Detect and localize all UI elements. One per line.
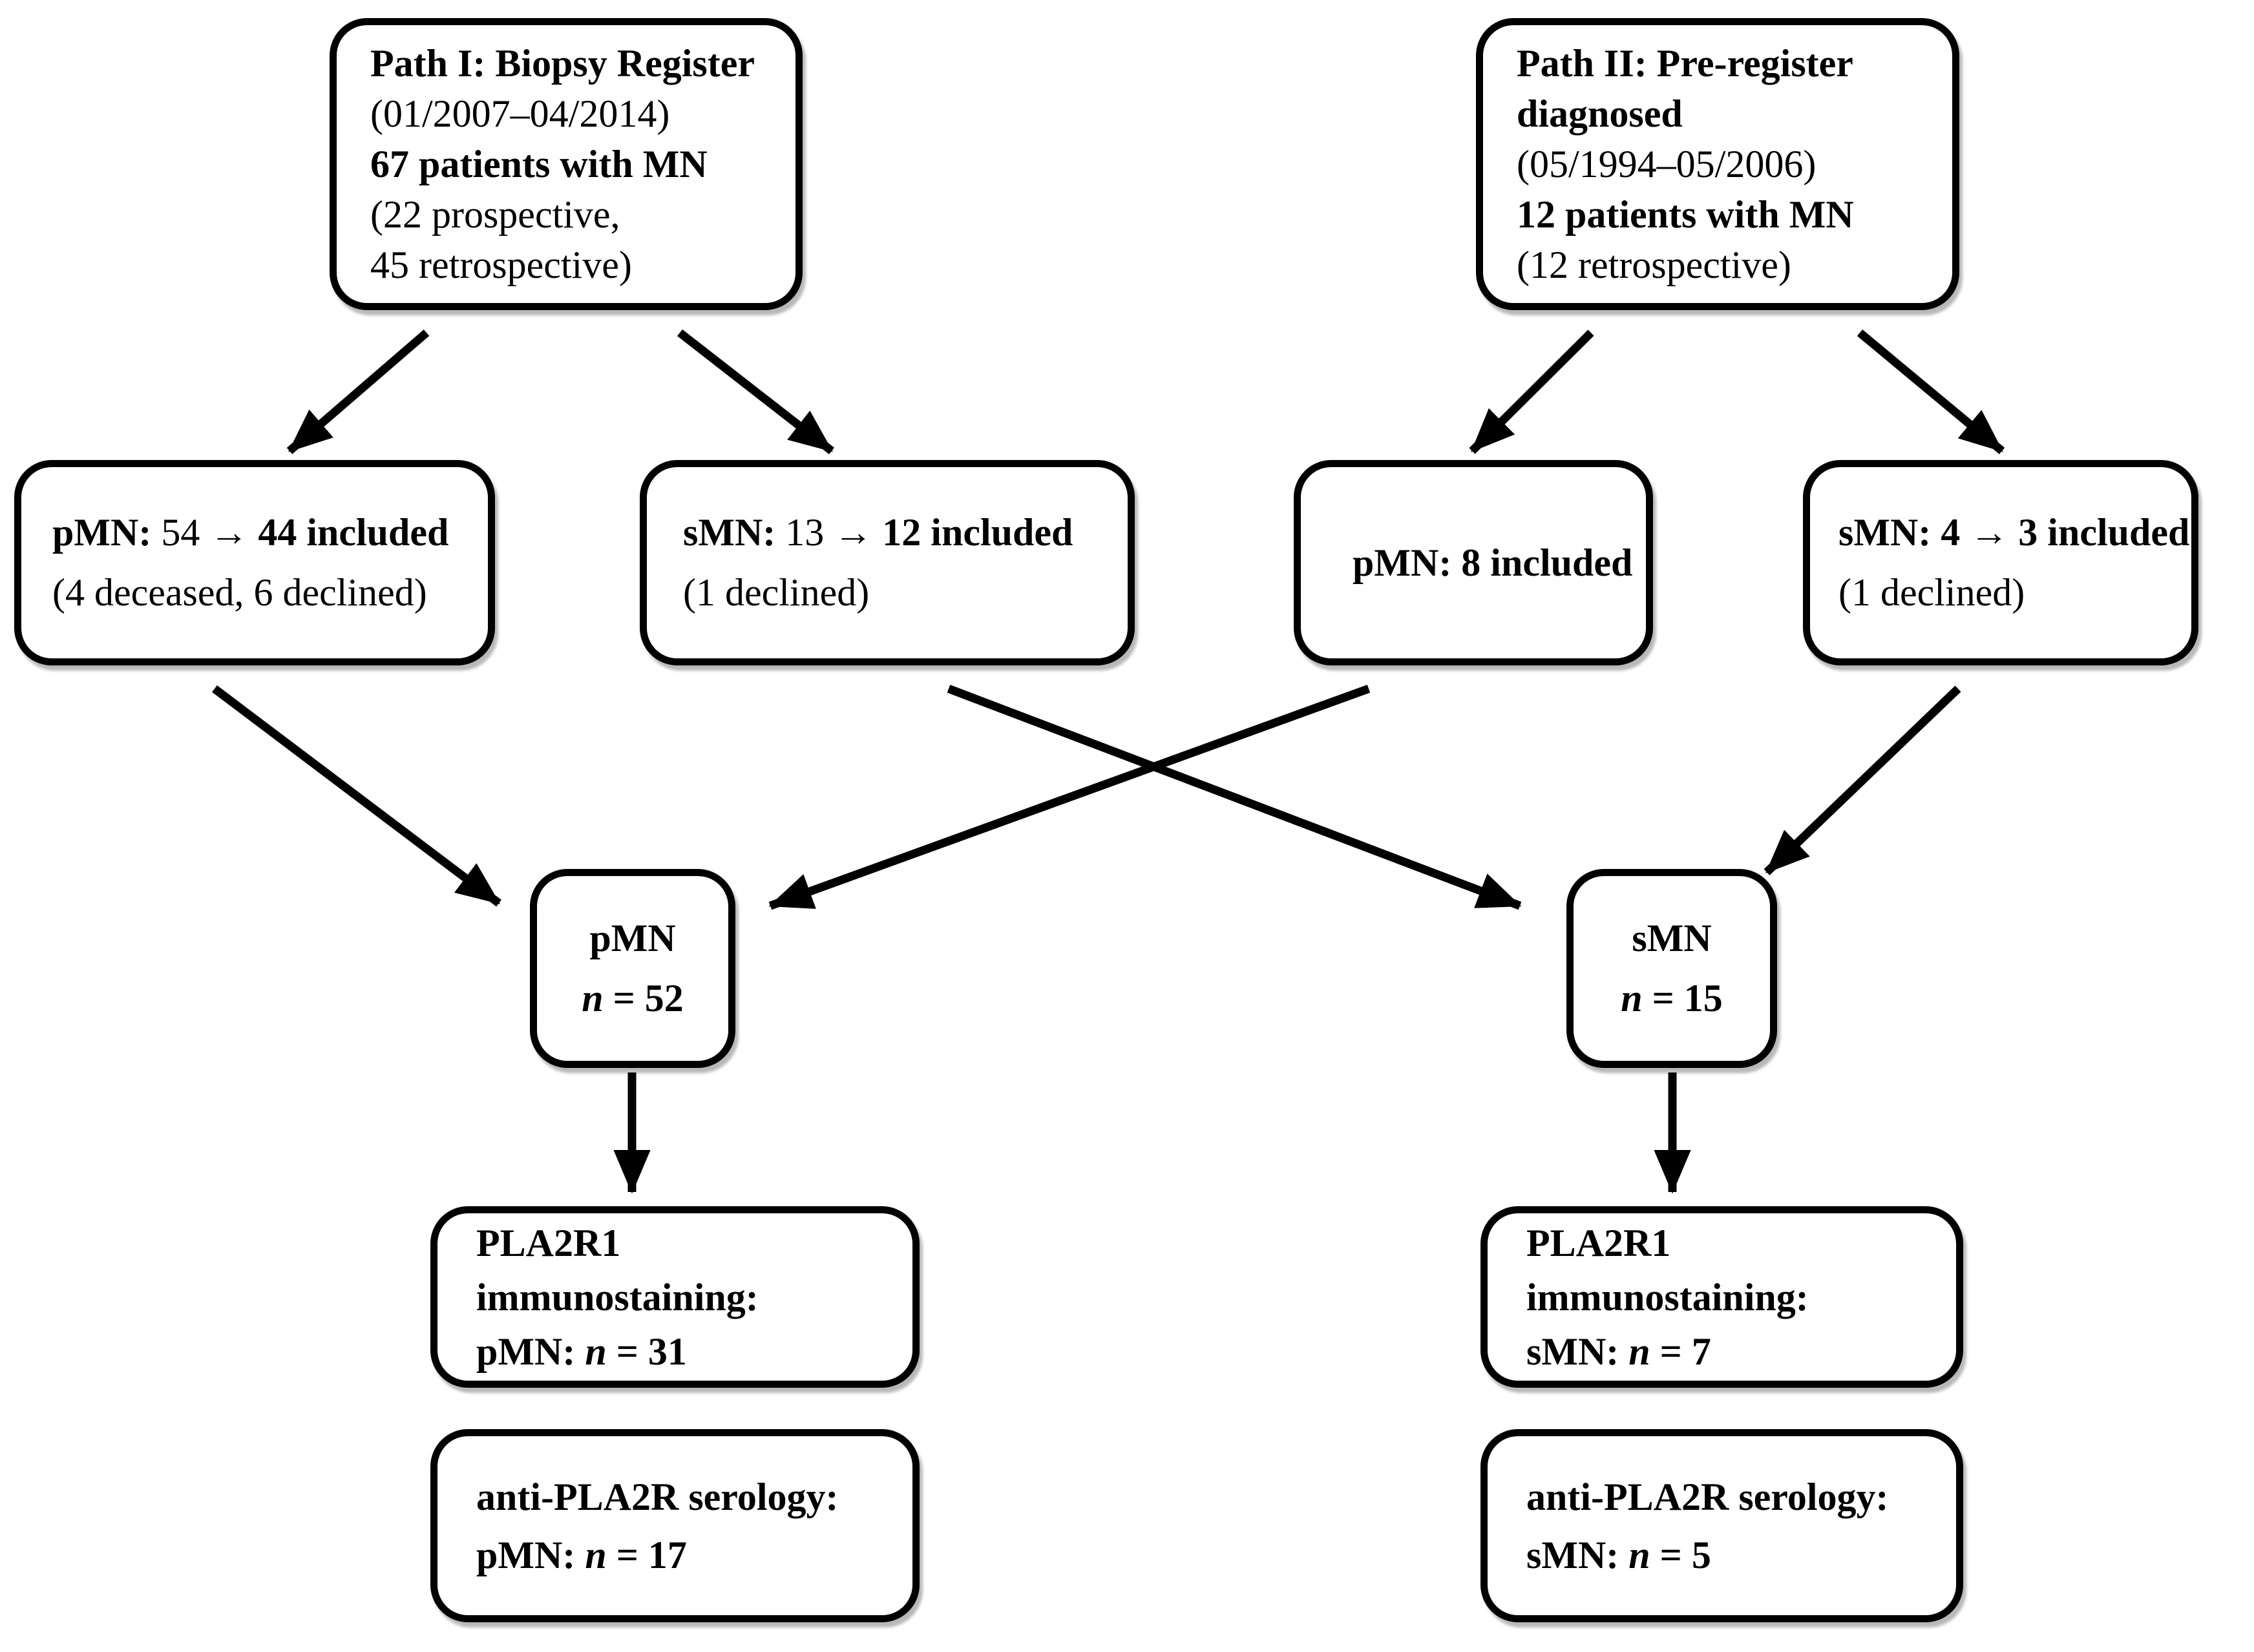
- pla-pmn-n-symbol: n: [585, 1330, 607, 1373]
- text-line: sMN: n = 7: [1526, 1324, 1956, 1379]
- pla-pmn-n-value: = 31: [606, 1330, 687, 1373]
- path2-title-2: diagnosed: [1517, 92, 1683, 135]
- pmn54-label: pMN:: [52, 511, 152, 554]
- text-line: anti-PLA2R serology:: [476, 1468, 912, 1526]
- path1-title: Path I: Biopsy Register: [370, 42, 755, 85]
- sero-pmn-n-symbol: n: [585, 1533, 607, 1576]
- text-line: pMN: n = 31: [476, 1324, 912, 1379]
- path1-date-range: (01/2007–04/2014): [370, 92, 670, 135]
- text-line: (4 deceased, 6 declined): [52, 563, 488, 623]
- text-line: (05/1994–05/2006): [1517, 139, 1952, 189]
- text-line: sMN: n = 5: [1526, 1526, 1956, 1584]
- pla-pmn-group: pMN:: [476, 1330, 585, 1373]
- text-line: 45 retrospective): [370, 240, 795, 290]
- smn15-n-symbol: n: [1621, 977, 1643, 1019]
- text-line: n = 52: [537, 968, 728, 1029]
- arrow-path1-to-smn13: [677, 329, 834, 455]
- node-pmn-total: pMN n = 52: [530, 869, 735, 1068]
- pla-pmn-subtitle: immunostaining:: [476, 1275, 759, 1319]
- node-anti-pla2r-serology-pmn: anti-PLA2R serology: pMN: n = 17: [430, 1429, 920, 1622]
- sero-smn-title: anti-PLA2R serology:: [1526, 1475, 1889, 1518]
- node-pla2r1-immunostaining-pmn: PLA2R1 immunostaining: pMN: n = 31: [430, 1206, 920, 1388]
- text-line: PLA2R1: [1526, 1216, 1956, 1270]
- node-smn-4-included: sMN: 4 → 3 included (1 declined): [1803, 460, 2198, 665]
- pmn54-exclusions: (4 deceased, 6 declined): [52, 571, 427, 614]
- path1-prospective-count: (22 prospective,: [370, 193, 620, 236]
- pla-smn-title: PLA2R1: [1526, 1221, 1671, 1264]
- pmn54-included: 44 included: [258, 511, 449, 554]
- arrow-smn4-to-smn15: [1764, 685, 1961, 875]
- pmn52-n-symbol: n: [582, 977, 604, 1019]
- text-line: immunostaining:: [476, 1270, 912, 1324]
- text-line: (01/2007–04/2014): [370, 89, 795, 139]
- pla-smn-n-symbol: n: [1628, 1330, 1650, 1373]
- arrow-path1-to-pmn54: [286, 329, 430, 454]
- pmn8-label: pMN: 8 included: [1353, 541, 1633, 584]
- sero-smn-group: sMN:: [1526, 1533, 1629, 1576]
- text-line: PLA2R1: [476, 1216, 912, 1270]
- node-pla2r1-immunostaining-smn: PLA2R1 immunostaining: sMN: n = 7: [1480, 1206, 1963, 1388]
- arrow-path2-to-pmn8: [1469, 329, 1594, 454]
- text-line: Path I: Biopsy Register: [370, 38, 795, 89]
- arrow-pmn54-to-pmn52: [212, 685, 501, 907]
- text-line: immunostaining:: [1526, 1270, 1956, 1324]
- arrow-pmn8-to-pmn52: [768, 684, 1371, 910]
- smn4-flow: →: [1960, 511, 2019, 554]
- path1-patient-count: 67 patients with MN: [370, 143, 708, 185]
- node-pmn-8-included: pMN: 8 included: [1294, 460, 1653, 665]
- sero-smn-n-symbol: n: [1628, 1533, 1650, 1576]
- text-line: pMN: n = 17: [476, 1526, 912, 1584]
- arrow-path2-to-smn4: [1857, 329, 2005, 454]
- text-line: (22 prospective,: [370, 189, 795, 240]
- pmn52-label: pMN: [589, 917, 676, 959]
- pla-smn-group: sMN:: [1526, 1330, 1629, 1373]
- sero-smn-n-value: = 5: [1650, 1533, 1711, 1576]
- text-line: 67 patients with MN: [370, 139, 795, 189]
- smn15-n-value: = 15: [1642, 977, 1723, 1019]
- path2-title: Path II: Pre-register: [1517, 42, 1853, 85]
- node-anti-pla2r-serology-smn: anti-PLA2R serology: sMN: n = 5: [1480, 1429, 1963, 1622]
- text-line: pMN: 8 included: [1353, 533, 1646, 593]
- node-path1-biopsy-register: Path I: Biopsy Register (01/2007–04/2014…: [330, 18, 803, 310]
- path1-retrospective-count: 45 retrospective): [370, 244, 632, 286]
- arrow-smn13-to-smn15: [947, 684, 1522, 910]
- smn4-included: 3 included: [2018, 511, 2190, 554]
- smn13-flow: 13 →: [775, 511, 883, 554]
- sero-pmn-group: pMN:: [476, 1533, 585, 1576]
- text-line: Path II: Pre-register: [1517, 38, 1952, 89]
- smn13-exclusions: (1 declined): [683, 571, 870, 614]
- text-line: diagnosed: [1517, 89, 1952, 139]
- smn13-included: 12 included: [882, 511, 1073, 554]
- pla-pmn-title: PLA2R1: [476, 1221, 621, 1264]
- pmn52-n-value: = 52: [603, 977, 684, 1019]
- text-line: (12 retrospective): [1517, 240, 1952, 290]
- pla-smn-n-value: = 7: [1650, 1330, 1711, 1373]
- text-line: sMN: 13 → 12 included: [683, 503, 1128, 563]
- pla-smn-subtitle: immunostaining:: [1526, 1275, 1809, 1319]
- text-line: n = 15: [1574, 968, 1770, 1029]
- text-line: (1 declined): [1838, 563, 2191, 623]
- node-smn-total: sMN n = 15: [1566, 869, 1777, 1068]
- text-line: sMN: 4 → 3 included: [1838, 503, 2191, 563]
- smn4-label: sMN: 4: [1838, 511, 1961, 554]
- path2-retrospective-count: (12 retrospective): [1517, 244, 1791, 286]
- smn15-label: sMN: [1632, 917, 1712, 959]
- pmn54-flow: 54 →: [151, 511, 258, 554]
- text-line: 12 patients with MN: [1517, 189, 1952, 240]
- text-line: anti-PLA2R serology:: [1526, 1468, 1956, 1526]
- smn13-label: sMN:: [683, 511, 776, 554]
- node-pmn-54-included: pMN: 54 → 44 included (4 deceased, 6 dec…: [14, 460, 495, 665]
- text-line: (1 declined): [683, 563, 1128, 623]
- smn4-exclusions: (1 declined): [1838, 571, 2025, 614]
- node-path2-pre-register: Path II: Pre-register diagnosed (05/1994…: [1476, 18, 1959, 310]
- sero-pmn-title: anti-PLA2R serology:: [476, 1475, 839, 1518]
- sero-pmn-n-value: = 17: [606, 1533, 687, 1576]
- node-smn-13-included: sMN: 13 → 12 included (1 declined): [640, 460, 1135, 665]
- text-line: sMN: [1574, 908, 1770, 968]
- path2-patient-count: 12 patients with MN: [1517, 193, 1854, 236]
- text-line: pMN: [537, 908, 728, 968]
- text-line: pMN: 54 → 44 included: [52, 503, 488, 563]
- path2-date-range: (05/1994–05/2006): [1517, 143, 1817, 185]
